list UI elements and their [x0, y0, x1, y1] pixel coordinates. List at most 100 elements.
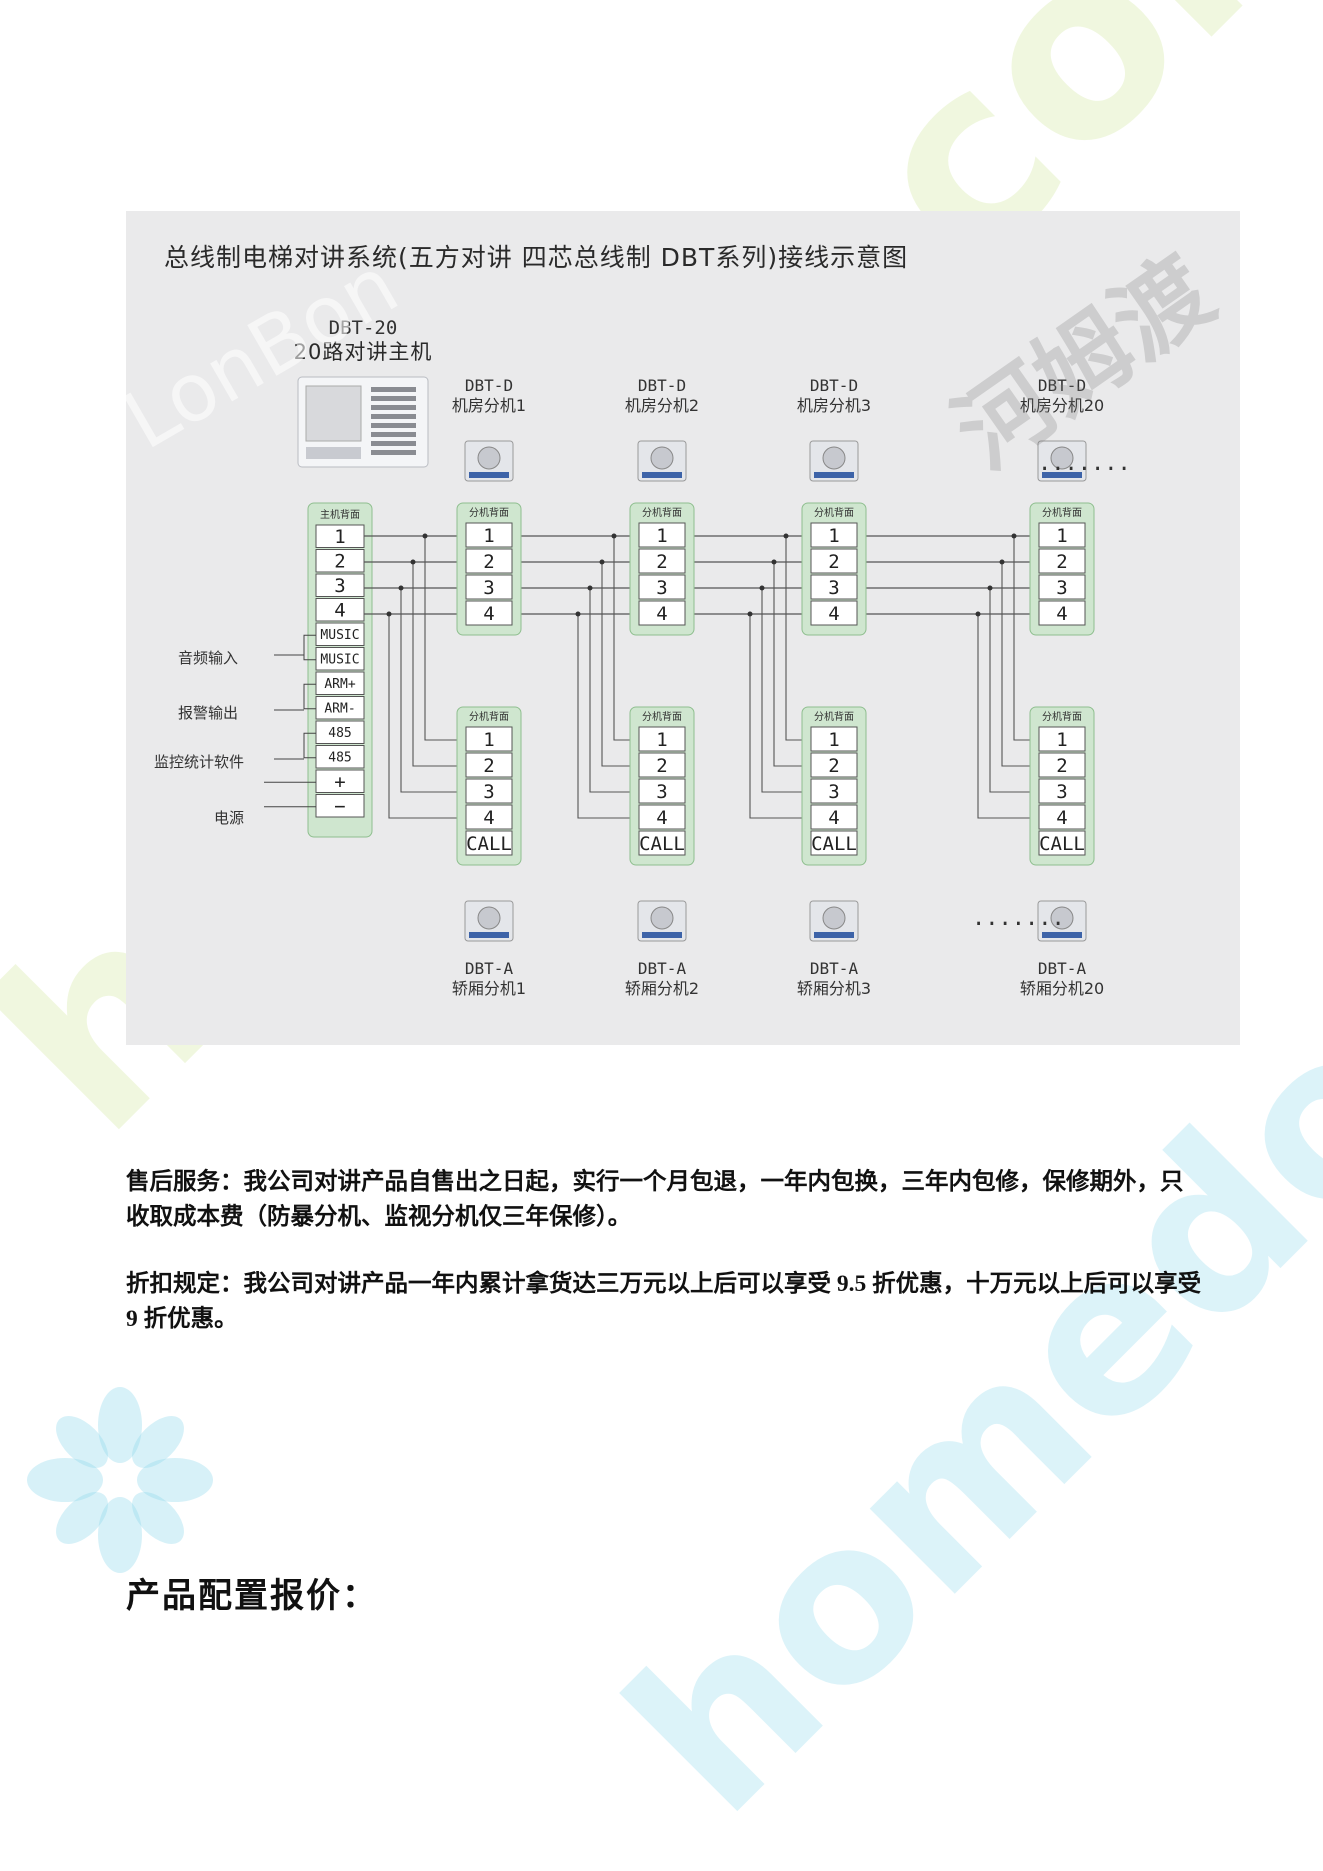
machine-room-terminal-label: 2: [828, 551, 839, 573]
car-terminal-label: 4: [656, 807, 667, 829]
car-terminal-cell: [638, 726, 686, 752]
discount-value-1: 9.5: [836, 1271, 867, 1297]
host-terminal-label: ARM+: [324, 677, 355, 692]
machine-room-name: 机房分机3: [797, 396, 871, 415]
car-terminal-label: 1: [1056, 729, 1067, 751]
host-terminal-label: +: [334, 771, 345, 793]
machine-room-terminal-label: 3: [483, 577, 494, 599]
car-terminal-cell: [465, 726, 513, 752]
host-terminal-cell: [315, 769, 365, 793]
junction-dot: [1011, 533, 1017, 539]
machine-room-terminal-label: 2: [656, 551, 667, 573]
machine-room-terminal-cell: [638, 522, 686, 548]
section-heading: 产品配置报价：: [126, 1576, 378, 1616]
car-terminal-label: CALL: [811, 833, 857, 855]
side-bracket: [303, 732, 316, 759]
car-terminal-cell: [810, 752, 858, 778]
junction-dot: [975, 611, 981, 617]
car-speaker-grill: [822, 906, 846, 930]
car-terminal-cell: [1038, 830, 1086, 856]
machine-room-terminal-label: 3: [656, 577, 667, 599]
car-terminal-label: CALL: [639, 833, 685, 855]
host-terminal-cell: [315, 720, 365, 744]
drop-wire: [601, 562, 639, 767]
car-terminal-label: 3: [656, 781, 667, 803]
machine-room-terminal-label: 4: [483, 603, 494, 625]
machine-room-terminal-cell: [638, 574, 686, 600]
car-terminal-cell: [1038, 804, 1086, 830]
host-terminal-cell: [315, 622, 365, 646]
junction-dot: [410, 559, 416, 565]
drop-wire: [761, 588, 811, 793]
junction-dot: [422, 533, 428, 539]
side-label-monitoring-software: 监控统计软件: [154, 753, 244, 771]
car-panel-header: 分机背面: [469, 710, 509, 723]
machine-room-model: DBT-D: [810, 376, 858, 395]
car-terminal-label: 1: [828, 729, 839, 751]
car-terminal-cell: [638, 778, 686, 804]
car-name: 轿厢分机2: [625, 979, 699, 998]
host-terminal-label: 485: [328, 726, 351, 741]
car-terminal-cell: [810, 804, 858, 830]
machine-room-terminal-label: 1: [1056, 525, 1067, 547]
drop-wire: [1001, 562, 1039, 767]
flower-logo-watermark: [27, 1387, 213, 1573]
host-terminal-label: 3: [334, 575, 345, 597]
car-speaker-grill: [477, 906, 501, 930]
machine-room-device-strip: [469, 472, 509, 478]
side-bracket: [303, 683, 316, 710]
junction-dot: [386, 611, 392, 617]
car-terminal-cell: [465, 778, 513, 804]
machine-room-panel-header: 分机背面: [642, 506, 682, 519]
car-terminal-label: 3: [1056, 781, 1067, 803]
machine-room-terminal-cell: [1038, 574, 1086, 600]
machine-room-terminal-label: 1: [483, 525, 494, 547]
machine-room-terminal-cell: [465, 600, 513, 626]
car-name: 轿厢分机3: [797, 979, 871, 998]
car-terminal-cell: [638, 752, 686, 778]
side-bracket: [303, 634, 316, 661]
drop-wire: [424, 536, 466, 741]
machine-room-speaker-grill: [822, 446, 846, 470]
junction-dot: [611, 533, 617, 539]
after-sales-paragraph: 售后服务：我公司对讲产品自售出之日起，实行一个月包退，一年内包换，三年内包修，保…: [126, 1169, 1184, 1230]
machine-room-speaker-grill: [477, 446, 501, 470]
car-terminal-cell: [465, 804, 513, 830]
car-name: 轿厢分机20: [1020, 979, 1104, 998]
diagram-title: 总线制电梯对讲系统(五方对讲 四芯总线制 DBT系列)接线示意图: [164, 243, 908, 272]
car-device-strip: [1042, 932, 1082, 938]
machine-room-panel-header: 分机背面: [469, 506, 509, 519]
machine-room-terminal-cell: [1038, 522, 1086, 548]
machine-room-terminal-label: 2: [483, 551, 494, 573]
car-terminal-cell: [1038, 726, 1086, 752]
machine-room-speaker-grill: [1050, 446, 1074, 470]
drop-wire: [977, 614, 1039, 819]
car-terminal-cell: [638, 830, 686, 856]
car-terminal-label: CALL: [1039, 833, 1085, 855]
machine-room-terminal-label: 2: [1056, 551, 1067, 573]
machine-room-terminal-label: 4: [656, 603, 667, 625]
car-terminal-label: 2: [828, 755, 839, 777]
car-terminal-label: 1: [656, 729, 667, 751]
host-terminal-cell: [315, 549, 365, 573]
machine-room-terminal-label: 3: [1056, 577, 1067, 599]
car-model: DBT-A: [465, 959, 514, 978]
car-speaker-grill: [650, 906, 674, 930]
host-terminal-label: ARM-: [324, 702, 355, 717]
bus-wires: [364, 533, 1039, 819]
ellipsis-bottom: ·······: [972, 912, 1065, 937]
machine-room-speaker-grill: [650, 446, 674, 470]
host-terminal-cell: [315, 647, 365, 671]
junction-dot: [771, 559, 777, 565]
machine-room-terminal-cell: [810, 548, 858, 574]
machine-room-model: DBT-D: [465, 376, 513, 395]
machine-room-terminal-label: 4: [1056, 603, 1067, 625]
extension-units: DBT-D机房分机1分机背面1234分机背面1234CALLDBT-A轿厢分机1…: [452, 376, 1104, 998]
car-terminal-label: 4: [828, 807, 839, 829]
car-panel-header: 分机背面: [642, 710, 682, 723]
drop-wire: [577, 614, 639, 819]
host-model: DBT-20: [329, 317, 398, 339]
wiring-diagram: 总线制电梯对讲系统(五方对讲 四芯总线制 DBT系列)接线示意图 DBT-20 …: [126, 211, 1240, 1045]
car-panel-header: 分机背面: [814, 710, 854, 723]
machine-room-terminal-cell: [638, 600, 686, 626]
